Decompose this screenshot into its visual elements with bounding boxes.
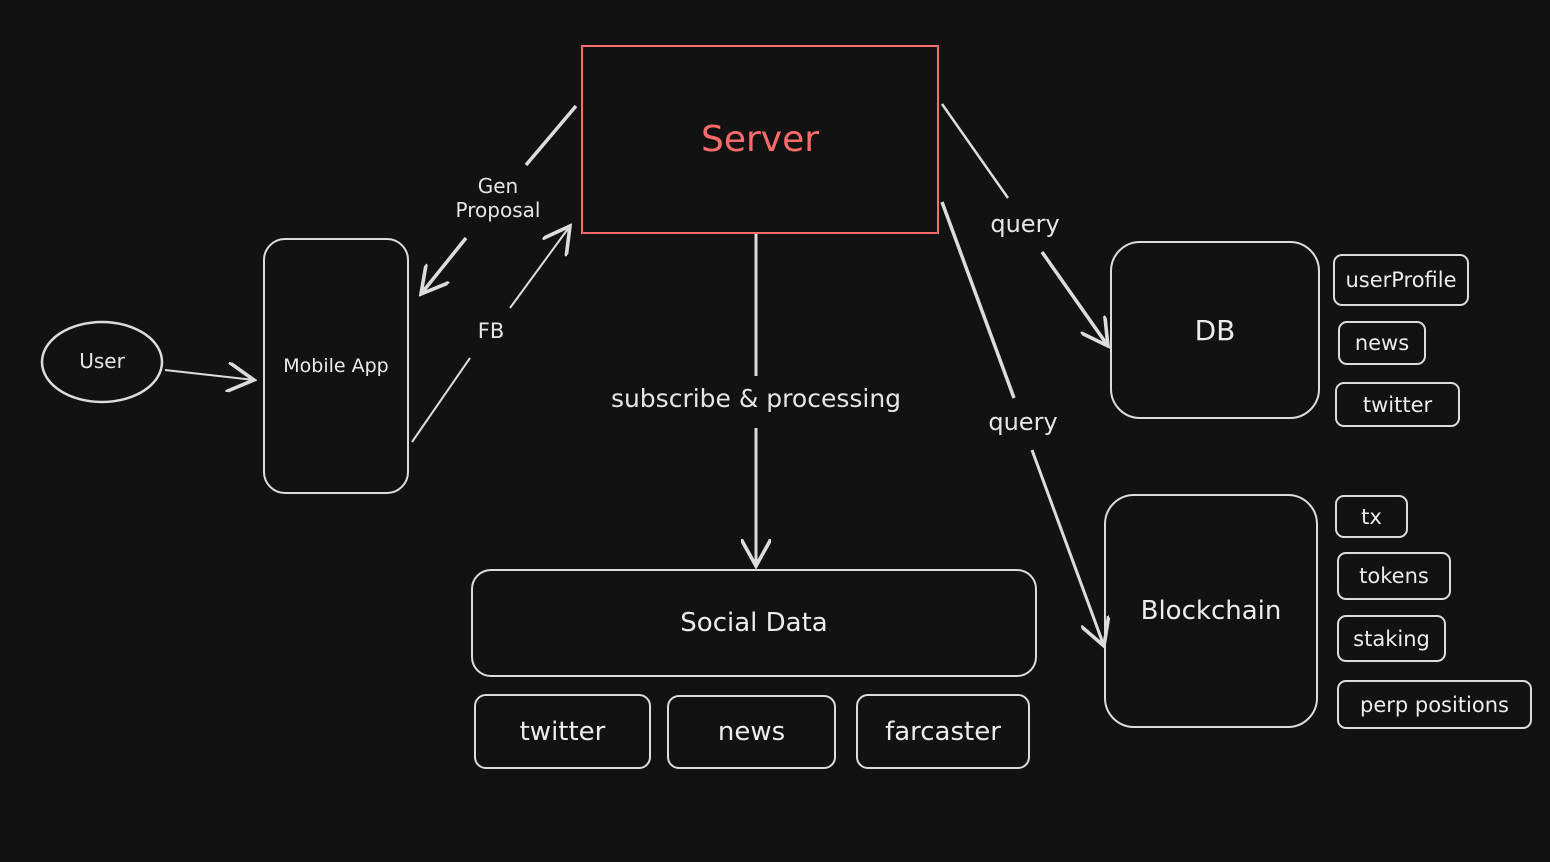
db-child-label: userProfile (1345, 268, 1457, 292)
social-child-farcaster[interactable]: farcaster (856, 694, 1030, 769)
db-label: DB (1194, 313, 1236, 347)
edge-label-query-blockchain: query (988, 408, 1058, 436)
edge-server-to-db-lower (1040, 250, 1108, 346)
edge-server-to-blockchain-upper (940, 201, 1016, 399)
edge-label-subscribe: subscribe & processing (610, 384, 902, 413)
db-child-label: twitter (1362, 392, 1433, 417)
edge-label-gen-proposal: Gen Proposal (432, 174, 564, 222)
edge-server-to-blockchain-lower (1030, 449, 1104, 646)
user-node[interactable]: User (79, 349, 125, 373)
social-child-label: twitter (519, 716, 606, 747)
db-child-news[interactable]: news (1338, 321, 1426, 365)
blockchain-node[interactable]: Blockchain (1104, 494, 1318, 728)
edge-server-to-mobile-gen-proposal-tail (421, 236, 468, 294)
blockchain-child-tokens[interactable]: tokens (1337, 552, 1451, 600)
edge-label-fb: FB (477, 319, 505, 343)
edge-user-to-mobile (164, 370, 254, 380)
mobile-app-node[interactable]: Mobile App (263, 238, 409, 494)
db-child-label: news (1354, 331, 1410, 355)
edge-mobile-to-server-fb-upper (509, 226, 570, 309)
mobile-app-label: Mobile App (283, 355, 389, 377)
edge-label-query-db: query (990, 210, 1060, 238)
social-child-label: news (717, 717, 786, 747)
server-label: Server (700, 119, 820, 160)
user-node-shape (40, 320, 164, 404)
blockchain-child-label: tx (1361, 504, 1382, 529)
social-data-label: Social Data (680, 608, 828, 638)
blockchain-child-perp-positions[interactable]: perp positions (1337, 680, 1532, 729)
edge-server-to-mobile-gen-proposal (524, 104, 578, 167)
blockchain-child-tx[interactable]: tx (1335, 495, 1408, 538)
blockchain-child-label: tokens (1359, 564, 1429, 588)
blockchain-label: Blockchain (1140, 596, 1282, 626)
edge-mobile-to-server-fb-lower (411, 357, 471, 443)
edge-label-gen-proposal-line2: Proposal (455, 198, 541, 222)
edge-server-to-db-upper (940, 103, 1010, 199)
db-child-twitter[interactable]: twitter (1335, 382, 1460, 427)
social-child-twitter[interactable]: twitter (474, 694, 651, 769)
db-child-userprofile[interactable]: userProfile (1333, 254, 1469, 306)
social-child-label: farcaster (885, 716, 1001, 747)
blockchain-child-label: staking (1353, 626, 1430, 651)
social-data-node[interactable]: Social Data (471, 569, 1037, 677)
edge-label-gen-proposal-line1: Gen (477, 174, 519, 198)
server-node[interactable]: Server (581, 45, 939, 234)
db-node[interactable]: DB (1110, 241, 1320, 419)
blockchain-child-label: perp positions (1359, 692, 1509, 717)
blockchain-child-staking[interactable]: staking (1337, 615, 1446, 662)
social-child-news[interactable]: news (667, 695, 836, 769)
